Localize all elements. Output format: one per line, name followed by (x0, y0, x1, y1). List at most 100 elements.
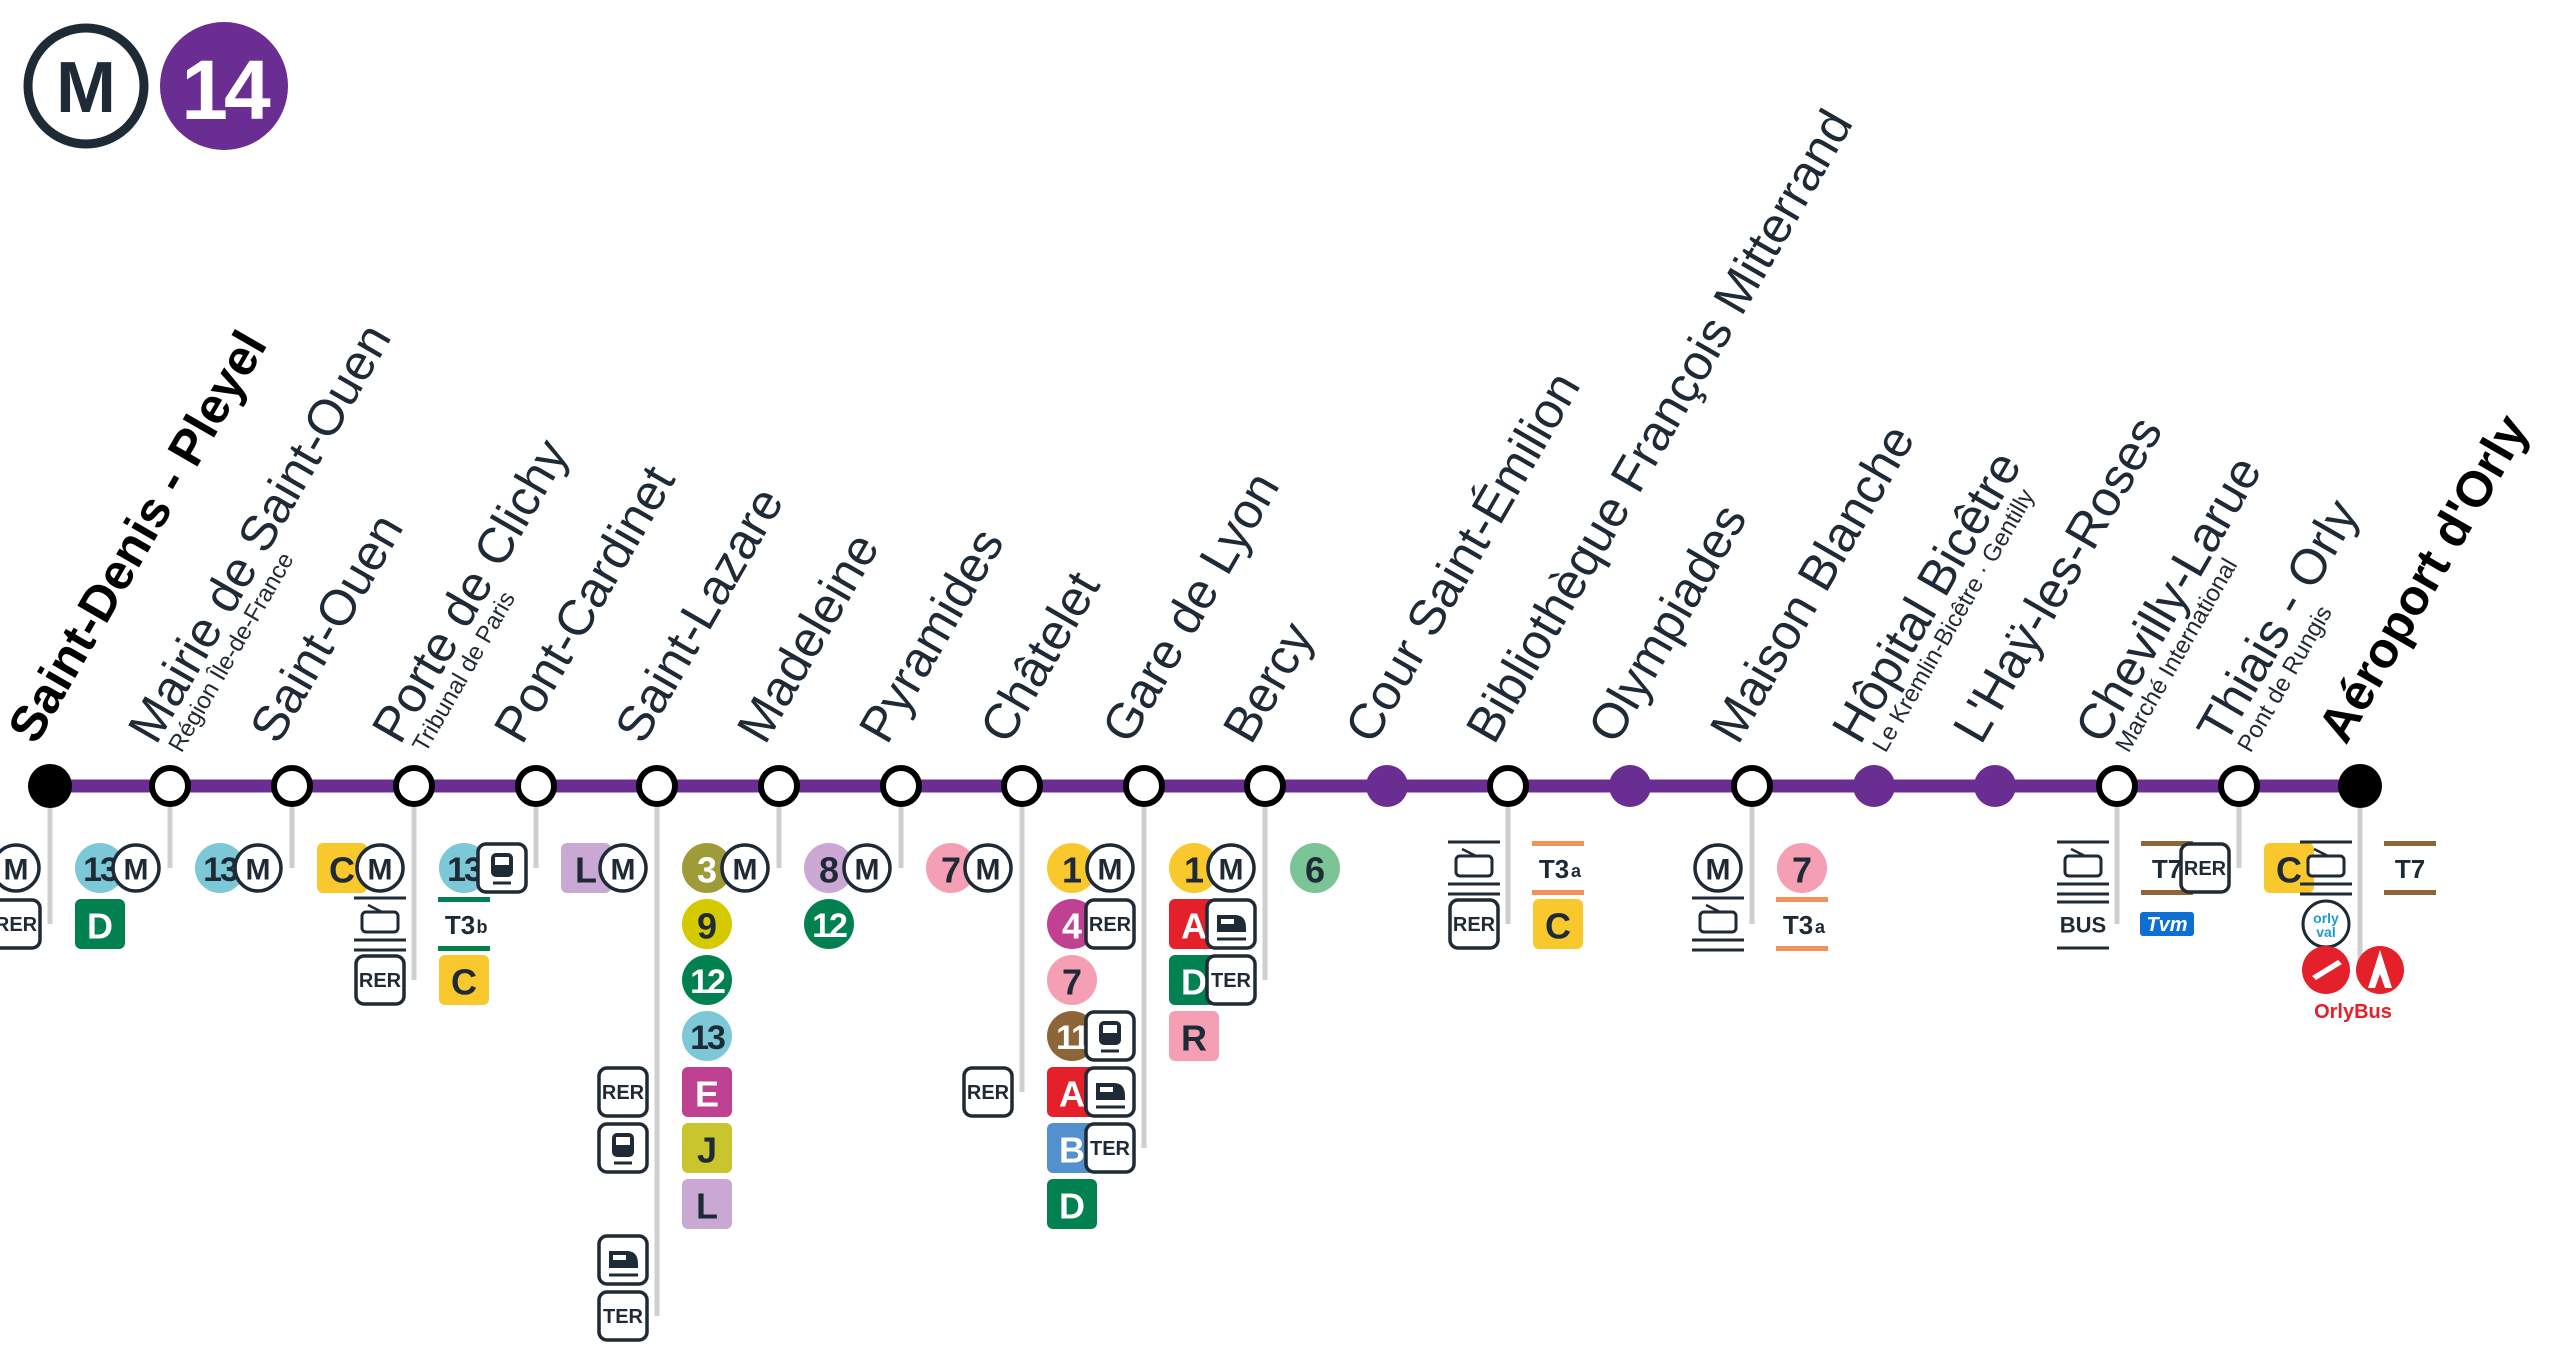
metro-line-3-badge: 3 (682, 843, 732, 893)
metro-mode-label: M (246, 854, 271, 887)
tram-mode-icon (1692, 896, 1744, 952)
tgv-mode-icon (1084, 1066, 1136, 1118)
metro-mode-icon: M (1206, 843, 1256, 893)
tram-line-suffix: a (1815, 917, 1826, 937)
ter-mode-label: TER (1090, 1138, 1131, 1160)
rer-mode-icon: RER (1448, 898, 1500, 950)
station-dot (1974, 765, 2016, 807)
tgv-mode-icon (1205, 898, 1257, 950)
ter-mode-label: TER (603, 1306, 644, 1328)
rail-line-l-badge: L (561, 843, 611, 893)
metro-mode-label: M (855, 854, 880, 887)
metro-mode-icon: M (720, 843, 770, 893)
bus-mode-icon: BUS (2057, 900, 2109, 950)
rail-line-c-badge: C (1533, 899, 1583, 949)
rer-mode-label: RER (1453, 914, 1496, 936)
line-badge-label: 7 (1062, 962, 1082, 1003)
bus-tvm-label: Tvm (2146, 914, 2187, 936)
line-badge-label: 7 (1792, 850, 1812, 891)
metro-mode-icon: M (1085, 843, 1135, 893)
ter-mode-label: TER (1211, 970, 1252, 992)
train-mode-icon (597, 1122, 649, 1174)
metro-mode-icon: M (0, 843, 41, 893)
tram-mode-icon (354, 896, 406, 952)
station-dot (1366, 765, 1408, 807)
metro-line-12-badge: 12 (804, 899, 854, 949)
station-dot (1853, 765, 1895, 807)
tram-line-label: T7 (2152, 854, 2182, 884)
terminus-dot (2338, 764, 2382, 808)
line-badge-label: D (87, 906, 113, 947)
orlybus-label: OrlyBus (2314, 1001, 2392, 1023)
tram-line-suffix: b (477, 917, 488, 937)
metro-mode-label: M (124, 854, 149, 887)
line-badge-number: 14 (181, 43, 271, 137)
line-badge-label: 1 (1184, 850, 1204, 891)
metro-mode-icon: M (842, 843, 892, 893)
tram-line-label: T3 (445, 910, 475, 940)
line-badge-label: L (575, 850, 597, 891)
rail-line-r-badge: R (1169, 1011, 1219, 1061)
rail-line-j-badge: J (682, 1123, 732, 1173)
train-mode-icon (1084, 1010, 1136, 1062)
interchange-dot (2096, 765, 2138, 807)
station-dot (1609, 765, 1651, 807)
metro-line-7-badge: 7 (1777, 843, 1827, 893)
line-badge-label: C (2276, 850, 2302, 891)
line-badge-label: C (451, 962, 477, 1003)
line-badge-label: C (329, 850, 355, 891)
rer-mode-icon: RER (2179, 842, 2231, 894)
orlyval-label-top: orly (2313, 910, 2339, 926)
metro-line-1-badge: 1 (1047, 843, 1097, 893)
line-badge-label: 8 (819, 850, 839, 891)
metro-line-9-badge: 9 (682, 899, 732, 949)
line-badge-label: A (1059, 1074, 1085, 1115)
orlyval-label-bottom: val (2316, 924, 2335, 940)
rail-line-c-badge: C (439, 955, 489, 1005)
train-mode-icon (476, 842, 528, 894)
line-badge: 14 (160, 22, 288, 150)
line-badge-label: 12 (812, 907, 847, 945)
line-badge-label: 7 (941, 850, 961, 891)
rail-line-e-badge: E (682, 1067, 732, 1117)
line-badge-label: 4 (1062, 906, 1082, 947)
metro-mode-label: M (976, 854, 1001, 887)
header-logo: M 14 (23, 22, 288, 150)
metro-logo-icon: M (23, 23, 149, 149)
rail-line-c-badge: C (2264, 843, 2314, 893)
ter-mode-icon: TER (1084, 1122, 1136, 1174)
metro-mode-icon: M (1693, 843, 1743, 893)
metro-mode-label: M (1706, 854, 1731, 887)
rer-mode-icon: RER (354, 954, 406, 1006)
tgv-mode-icon (597, 1234, 649, 1286)
line-badge-label: 11 (1056, 1019, 1089, 1057)
rer-mode-label: RER (0, 914, 38, 936)
rer-mode-label: RER (967, 1082, 1010, 1104)
metro-mode-label: M (1219, 854, 1244, 887)
line-badge-label: 13 (690, 1019, 725, 1057)
tram-line-label: T7 (2395, 854, 2425, 884)
interchange-dot (271, 765, 313, 807)
metro-mode-label: M (733, 854, 758, 887)
tram-t7-badge: T7 (2384, 841, 2436, 895)
rer-mode-icon: RER (962, 1066, 1014, 1118)
metro-line-13-badge: 13 (682, 1011, 732, 1061)
rail-line-d-badge: D (75, 899, 125, 949)
metro-line-7-badge: 7 (1047, 955, 1097, 1005)
metro-mode-icon: M (598, 843, 648, 893)
interchange-dot (1244, 765, 1286, 807)
tram-line-label: T3 (1783, 910, 1813, 940)
metro-line-12-badge: 12 (682, 955, 732, 1005)
station-name: Bercy (1212, 613, 1324, 752)
